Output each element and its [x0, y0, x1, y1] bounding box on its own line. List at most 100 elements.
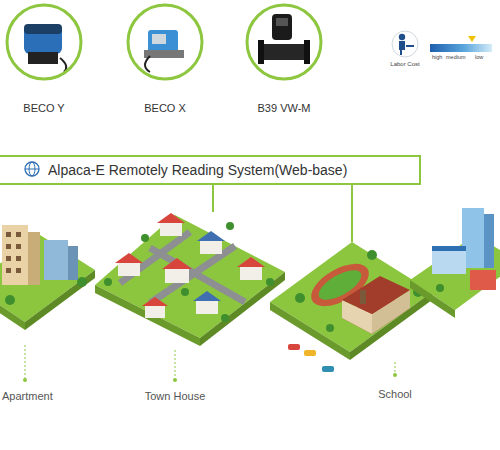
circle-ring	[7, 5, 81, 79]
device-beco-x-part	[145, 56, 150, 72]
townhouse-illustration-part-part	[160, 222, 182, 236]
device-beco-y-part	[24, 24, 62, 34]
device-label: BECO X	[144, 102, 186, 114]
labor-cost-icon-part	[400, 50, 402, 55]
townhouse-illustration-part-part	[193, 291, 221, 301]
townhouse-illustration	[95, 213, 285, 382]
device-b39-part	[276, 18, 288, 26]
labor-cost-icon	[392, 31, 418, 57]
circle-outline	[244, 2, 324, 82]
hospital-illustration-part	[432, 250, 466, 274]
device-label: BECO Y	[23, 102, 64, 114]
device-b39-part	[247, 5, 321, 79]
scene-label: Town House	[145, 390, 206, 402]
apartment-illustration-part	[77, 277, 87, 287]
device-circle: BECO X	[125, 2, 205, 114]
circle-outline	[4, 2, 84, 82]
townhouse-illustration-part-part	[145, 305, 165, 318]
cost-caption: Labor Cost	[390, 61, 419, 67]
apartment-illustration-part-part	[6, 232, 11, 237]
hospital-illustration	[410, 208, 500, 318]
circle-outline	[125, 2, 205, 82]
townhouse-illustration-part-part	[221, 314, 229, 322]
apartment-illustration-part	[25, 345, 26, 378]
device-b39-part	[304, 40, 310, 64]
apartment-illustration-part	[0, 285, 25, 330]
townhouse-illustration-part-part	[118, 262, 140, 276]
townhouse-illustration-part-part	[141, 234, 149, 242]
apartment-illustration	[0, 225, 95, 382]
scene-tile: Town House	[100, 212, 250, 402]
device-beco-y-part	[7, 5, 81, 79]
band-ground-part	[25, 169, 39, 170]
connector-line	[212, 185, 214, 212]
device-circle: B39 VW-M	[244, 2, 324, 114]
school-illustration-part-part	[326, 324, 334, 332]
townhouse-illustration-part-part	[240, 266, 262, 280]
school-illustration-part	[288, 344, 300, 350]
scale-label: high	[432, 54, 442, 60]
cost-scale-bar-part	[430, 44, 492, 52]
connector-line	[351, 185, 353, 242]
townhouse-illustration-part	[175, 350, 176, 378]
cost-scale-bar-part	[468, 36, 476, 42]
townhouse-illustration-part	[95, 285, 200, 346]
apartment-illustration-part-part	[16, 256, 21, 261]
device-b39-part	[262, 44, 306, 60]
townhouse-illustration-part	[104, 222, 274, 322]
townhouse-illustration-part-part	[200, 240, 222, 254]
apartment-illustration-part	[44, 240, 68, 280]
scale-label: low	[475, 54, 483, 60]
labor-cost-icon-part	[392, 31, 418, 57]
labor-cost-icon-part	[399, 34, 405, 40]
school-illustration	[270, 242, 432, 377]
device-beco-x-part	[152, 34, 166, 44]
apartment-illustration-part-part	[16, 268, 21, 273]
townhouse-illustration-part-part	[181, 288, 189, 296]
device-b39-part	[272, 14, 292, 40]
hospital-illustration-part	[470, 270, 496, 290]
school-illustration-part	[322, 366, 334, 372]
device-b39	[247, 5, 321, 79]
townhouse-illustration-part-part	[157, 213, 185, 223]
school-illustration-part	[295, 250, 423, 332]
apartment-illustration-part-part	[6, 268, 11, 273]
townhouse-illustration-part	[95, 215, 285, 338]
scene-tile: Apartment	[2, 215, 92, 402]
system-band: Alpaca-E Remotely Reading System(Web-bas…	[0, 155, 421, 185]
band-ground-part	[0, 156, 420, 182]
labor-cost-icon-part	[406, 45, 414, 47]
apartment-illustration-part	[5, 295, 15, 305]
apartment-illustration-part-part	[6, 256, 11, 261]
hospital-illustration-part	[432, 246, 466, 251]
school-illustration-part	[270, 302, 350, 360]
apartment-illustration-part	[2, 225, 28, 285]
townhouse-illustration-part-part	[196, 300, 218, 314]
school-illustration-part	[360, 290, 366, 304]
device-b39-part	[258, 40, 264, 64]
band-title: Alpaca-E Remotely Reading System(Web-bas…	[48, 162, 407, 178]
apartment-illustration-part	[68, 246, 78, 280]
school-illustration-part	[304, 350, 316, 356]
device-beco-y-part	[24, 24, 62, 54]
device-label: B39 VW-M	[258, 102, 311, 114]
scene-tile: School	[345, 242, 445, 400]
device-circle: BECO Y	[4, 2, 84, 114]
scene-label: School	[378, 388, 412, 400]
apartment-illustration-part-part	[16, 232, 21, 237]
townhouse-illustration-part	[150, 248, 245, 302]
townhouse-illustration-part-part	[237, 257, 265, 267]
townhouse-illustration-part-part	[266, 278, 274, 286]
school-illustration-part-part	[367, 250, 377, 260]
townhouse-illustration-part	[173, 378, 177, 382]
device-beco-y	[7, 5, 81, 79]
labor-cost-icon-part	[399, 41, 405, 50]
apartment-illustration-part	[6, 232, 21, 273]
apartment-illustration-part	[28, 232, 40, 285]
hospital-illustration-part	[436, 284, 444, 292]
school-illustration-part	[270, 242, 432, 352]
school-illustration-part-part	[295, 293, 305, 303]
townhouse-illustration-part-part	[226, 222, 234, 230]
